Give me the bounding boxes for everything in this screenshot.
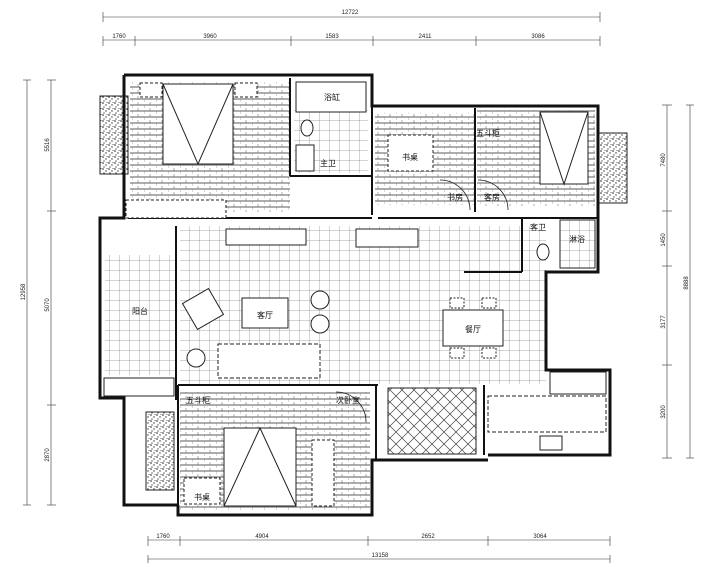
- left-dimensions: [23, 79, 56, 506]
- master-nightstand-right: [234, 82, 258, 98]
- dining-table: [442, 309, 504, 347]
- dining-chair: [449, 347, 465, 359]
- master-wardrobe: [125, 199, 227, 219]
- top-dim-1: 1760: [112, 34, 126, 40]
- balcony-floor: [105, 255, 175, 375]
- right-total-dim: 8888: [684, 276, 690, 290]
- bottom-dim-1: 1760: [156, 534, 170, 540]
- guest-bed: [539, 111, 589, 186]
- right-dim-2: 1450: [661, 233, 667, 247]
- kitchen-floor-tiles: [387, 387, 477, 455]
- floor-plant: [186, 348, 206, 368]
- room-label-shower: 淋浴: [569, 234, 585, 244]
- left-dim-2: 5070: [45, 298, 51, 312]
- room-label-second-bedroom: 次卧室: [336, 395, 360, 405]
- top-dim-4: 2411: [419, 34, 433, 40]
- pouf-1: [310, 290, 330, 310]
- stove: [539, 435, 563, 451]
- left-dim-1: 5516: [45, 138, 51, 152]
- guest-door-swing: [477, 179, 509, 211]
- master-vanity: [295, 144, 315, 172]
- kitchen-sink: [549, 371, 607, 395]
- furniture-label-desk-second: 书桌: [194, 492, 210, 502]
- right-dimensions: [662, 104, 694, 459]
- dining-chair: [481, 347, 497, 359]
- interior-walls: [128, 78, 598, 505]
- bottom-dimensions: [147, 536, 611, 563]
- room-label-guest-room: 客房: [484, 192, 500, 202]
- right-dim-3: 3177: [661, 315, 667, 329]
- left-dim-3: 2870: [45, 448, 51, 462]
- room-label-bathtub: 浴缸: [324, 92, 340, 102]
- furniture-label-chest-guest: 五斗柜: [476, 128, 500, 138]
- room-label-study: 书房: [447, 192, 463, 202]
- left-total-dim: 12958: [21, 283, 27, 300]
- pouf-2: [310, 314, 330, 334]
- dining-chair: [481, 297, 497, 309]
- master-nightstand-left: [139, 82, 163, 98]
- room-label-dining-room: 餐厅: [465, 325, 481, 334]
- guest-toilet: [536, 243, 550, 261]
- second-bedroom-desk: [183, 477, 221, 505]
- room-label-balcony: 阳台: [132, 306, 148, 316]
- bottom-total-dim: 13158: [372, 553, 389, 559]
- entry-cabinet: [355, 228, 419, 248]
- dining-chair: [449, 297, 465, 309]
- second-bedroom-door-swing: [335, 391, 367, 423]
- top-dim-2: 3960: [203, 34, 217, 40]
- study-desk: [387, 134, 434, 172]
- balcony-counter: [103, 377, 175, 397]
- top-dim-3: 1583: [325, 34, 339, 40]
- sofa: [217, 343, 321, 379]
- shower-area: [559, 219, 596, 269]
- bottom-dim-4: 3064: [533, 534, 547, 540]
- tv-cabinet: [225, 228, 307, 246]
- top-total-dim: 12722: [342, 10, 359, 16]
- furniture-label-chest-second: 五斗柜: [186, 395, 210, 405]
- right-dim-1: 7480: [661, 153, 667, 167]
- planter-southwest: [145, 411, 175, 491]
- bottom-dim-3: 2652: [421, 534, 435, 540]
- master-toilet: [300, 119, 314, 137]
- top-dim-5: 3086: [531, 34, 545, 40]
- room-label-guest-bath: 客卫: [530, 222, 546, 232]
- study-door-swing: [439, 179, 471, 211]
- room-label-master-bath: 主卫: [320, 158, 336, 168]
- planter-east: [596, 132, 628, 204]
- second-bedroom-wardrobe: [311, 439, 335, 507]
- second-bedroom-bed: [223, 426, 297, 507]
- room-label-living-room: 客厅: [257, 310, 273, 320]
- kitchen-counter: [487, 395, 607, 433]
- bathtub: [295, 81, 367, 113]
- bottom-dim-2: 4904: [255, 534, 269, 540]
- armchair: [181, 287, 225, 331]
- furniture-label-desk-study: 书桌: [402, 152, 418, 162]
- top-dimensions: [102, 12, 601, 46]
- right-dim-4: 3200: [661, 405, 667, 419]
- coffee-table: [241, 297, 289, 329]
- master-bed: [162, 83, 234, 166]
